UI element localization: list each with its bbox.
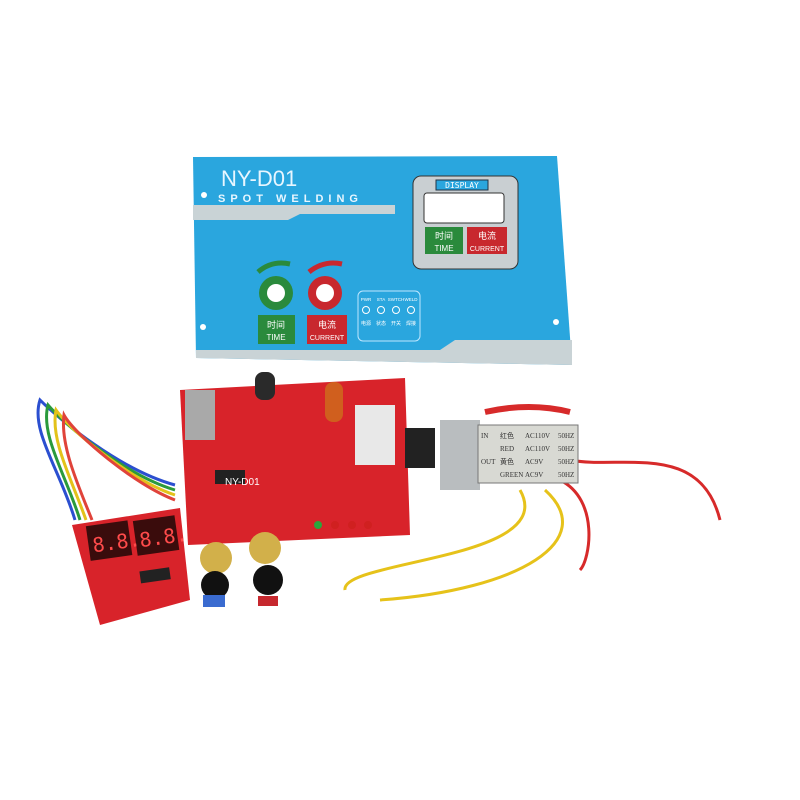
transformer-label-cell: AC110V — [525, 445, 550, 453]
knob-time-en: TIME — [266, 333, 285, 342]
wires — [36, 397, 722, 602]
display-board-label: NY-D01 — [94, 509, 123, 522]
transformer-label-cell: RED — [500, 445, 514, 453]
led-label-weld: WELD — [404, 297, 418, 302]
led-label-cn: 焊接 — [406, 320, 416, 327]
panel-subtitle: SPOT WELDING — [218, 193, 363, 205]
led-label-cn: 电源 — [361, 320, 371, 327]
display-current-cn: 电流 — [478, 230, 496, 241]
transformer-label-cell: 黄色 — [500, 457, 514, 466]
transformer-label-cell: GREEN — [500, 471, 523, 479]
transformer-label-cell: 红色 — [500, 431, 514, 440]
transformer-label-cell: AC9V — [525, 458, 543, 466]
panel-model: NY-D01 — [221, 166, 297, 191]
led-label-swtch: SWTCH — [388, 297, 405, 302]
led-label-sta: STA — [377, 297, 385, 302]
transformer-label-cell: AC110V — [525, 432, 550, 440]
knob-current-cn: 电流 — [318, 319, 336, 330]
led-indicator — [377, 306, 385, 314]
transformer: IN 红色 AC110V 50HZ RED AC110V 50HZ OUT 黄色 AC9V 50HZ… — [405, 404, 579, 490]
led-label-cn: 状态 — [376, 320, 386, 327]
led-label-pwr: PWR — [361, 297, 372, 302]
front-panel: NY-D01 SPOT WELDING DISPLAY 时间 TIME 电流 C… — [193, 156, 572, 365]
transformer-label-cell: AC9V — [525, 471, 543, 479]
led-indicator — [362, 306, 370, 314]
display-label: DISPLAY — [445, 181, 479, 190]
led-indicator — [407, 306, 415, 314]
transformer-label-cell: 50HZ — [558, 471, 574, 479]
transformer-label-cell: 50HZ — [558, 432, 574, 440]
transformer-label-cell: IN — [481, 432, 488, 440]
board-label: NY-D01 — [225, 477, 260, 488]
knob-current-en: CURRENT — [310, 335, 345, 342]
display-time-en: TIME — [434, 244, 453, 253]
display-time-cn: 时间 — [435, 230, 453, 241]
transformer-label-cell: 50HZ — [558, 458, 574, 466]
transformer-label-cell: OUT — [481, 458, 496, 466]
transformer-label-cell: 50HZ — [558, 445, 574, 453]
led-label-cn: 开关 — [391, 320, 401, 327]
control-board: NY-D01 — [180, 372, 410, 607]
display-board: 8.8. 8.8. NY-D01 — [72, 508, 190, 625]
display-current-en: CURRENT — [470, 246, 505, 253]
led-indicator — [392, 306, 400, 314]
knob-time-cn: 时间 — [267, 319, 285, 330]
